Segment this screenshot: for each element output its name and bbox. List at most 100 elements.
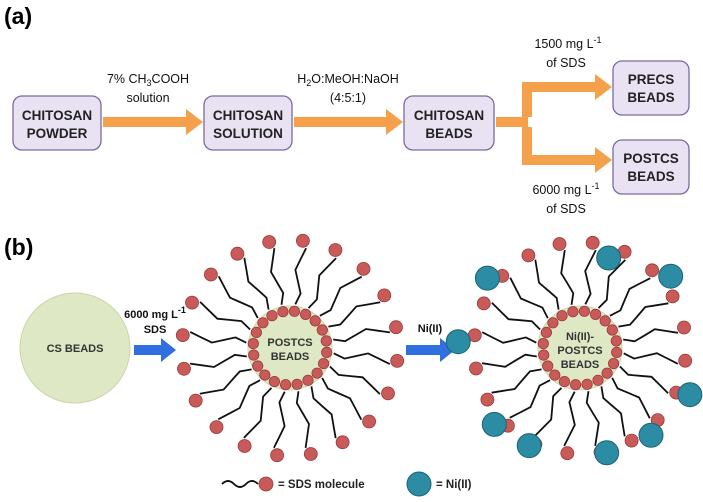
sds-tail (199, 301, 251, 331)
ni-ion (481, 411, 507, 437)
ni-postcs-bead (537, 305, 623, 391)
sds-head-inner (610, 335, 622, 347)
sds-tail (618, 302, 669, 328)
sds-head-inner (279, 379, 292, 391)
sds-tail (295, 391, 310, 449)
sds-tail (560, 249, 575, 305)
ni-ion (594, 440, 620, 466)
sds-tails (189, 247, 391, 449)
sds-head-outer (303, 447, 318, 461)
sds-head-inner (288, 305, 300, 317)
sds-tails (481, 249, 679, 447)
sds-tail (307, 257, 337, 309)
sds-head-inner (542, 360, 554, 372)
arrow-solution-to-beads (294, 109, 403, 135)
sds-head-outer (262, 235, 277, 249)
sds-head-inner (316, 324, 328, 336)
ni-ion (638, 422, 664, 448)
sds-tail (491, 368, 542, 394)
sds-head-inner (291, 378, 303, 390)
sds-head-outer (237, 439, 252, 453)
sds-head-outer (185, 295, 199, 310)
box-label-line1: CHITOSAN (213, 108, 283, 123)
sds-tail (534, 259, 560, 310)
ni-postcs-label-line3: BEADS (561, 359, 600, 371)
flow-arrows (103, 74, 612, 173)
sds-head-outer (390, 353, 405, 368)
sds-head-outer (678, 353, 693, 368)
sds-head-inner (247, 337, 259, 350)
box-precs-beads: PRECS BEADS (612, 60, 690, 116)
sds-tail (481, 353, 537, 368)
sds-tail (623, 352, 679, 365)
sds-head-outer (188, 393, 203, 408)
sds-head-inner (268, 375, 280, 388)
sds-head-outer (389, 320, 403, 335)
arrow-powder-to-solution (103, 109, 203, 135)
sds-head-inner (540, 326, 553, 338)
ni-postcs-bead-assembly: Ni(II)- POSTCS BEADS (445, 235, 703, 466)
sds-head-inner (589, 308, 602, 320)
sds-tail (623, 328, 679, 343)
sds-tail (329, 365, 381, 395)
sds-head-inner (248, 349, 260, 361)
sds-head-inner (607, 357, 620, 370)
sds-tail (491, 302, 541, 331)
arrow-sds-adsorption (134, 338, 176, 362)
sds-tail (270, 247, 285, 305)
sds-head-outer (476, 296, 491, 311)
sds-head-inner (250, 326, 262, 338)
sds-head-inner (321, 346, 333, 358)
box-chitosan-powder: CHITOSAN POWDER (12, 95, 102, 151)
sds-heads (175, 233, 405, 463)
sds-head-inner (320, 335, 332, 347)
sds-head-inner (277, 306, 289, 318)
sds-head-outer (480, 392, 495, 407)
box-chitosan-solution: CHITOSAN SOLUTION (203, 95, 293, 151)
postcs-label-line1: POSTCS (267, 337, 312, 349)
sds-tail (509, 379, 551, 419)
sds-head-inner (611, 346, 623, 358)
cs-beads: CS BEADS (19, 292, 131, 404)
sds-head-inner (556, 310, 568, 322)
sds-tail (611, 377, 651, 419)
sds-tail (321, 377, 363, 421)
sds-head-inner (537, 337, 549, 350)
box-label-line2: BEADS (627, 90, 674, 105)
sds-dose-label: 6000 mg L-1 (124, 305, 186, 321)
ni-ion (658, 263, 684, 289)
sds-head-outer (328, 243, 343, 257)
precs-condition-label-line2: of SDS (546, 56, 586, 70)
arrow-beads-to-split (496, 117, 528, 127)
sds-tail (600, 386, 626, 437)
sds-tail (243, 387, 273, 439)
sds-head-inner (547, 317, 559, 329)
sds-head-inner (569, 379, 582, 391)
sds-tail (273, 391, 286, 449)
box-postcs-beads: POSTCS BEADS (612, 139, 690, 195)
step1-reagent-label-line2: solution (126, 91, 169, 105)
legend-sds-label: = SDS molecule (278, 479, 365, 491)
sds-tail (189, 353, 247, 368)
sds-tail (217, 275, 259, 319)
sds-head-outer (335, 435, 350, 450)
sds-head-outer (585, 235, 600, 250)
sds-head-inner (311, 367, 323, 379)
sds-tail (509, 277, 549, 319)
postcs-condition-label-line2: of SDS (546, 202, 586, 216)
arrow-to-precs (522, 74, 612, 117)
legend: = SDS molecule = Ni(II) (221, 471, 472, 497)
box-label-line2: POWDER (27, 126, 88, 141)
ni-ion (516, 433, 542, 459)
postcs-bead (247, 305, 333, 391)
sds-head-inner (592, 374, 604, 386)
ni-postcs-label-line2: POSTCS (557, 345, 602, 357)
sds-tail (189, 331, 247, 344)
sds-tail (609, 277, 651, 317)
sds-tail (199, 368, 252, 395)
ni-ions (445, 245, 703, 466)
sds-head-inner (578, 305, 591, 317)
box-label-line1: CHITOSAN (414, 108, 484, 123)
cs-beads-label: CS BEADS (47, 343, 104, 355)
sds-head-outer (177, 361, 191, 376)
